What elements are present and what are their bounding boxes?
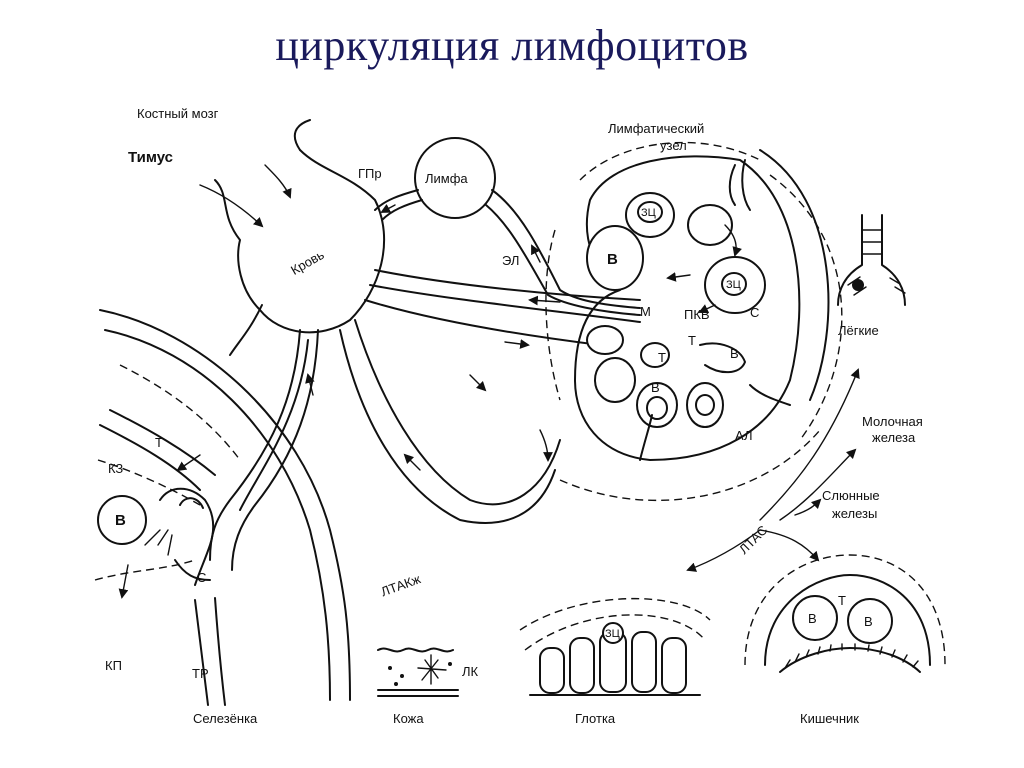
label-el: ЭЛ	[502, 253, 519, 268]
label-t-cell: Т	[688, 333, 696, 348]
label-lymph-node-line2: узел	[660, 138, 687, 153]
label-intestine: Кишечник	[800, 711, 859, 726]
label-thymus: Тимус	[128, 149, 173, 166]
label-tr: ТР	[192, 666, 209, 681]
ltas-arrows	[686, 368, 860, 572]
label-blood: Кровь	[288, 247, 327, 278]
label-b-cell-intestine: В	[864, 614, 873, 629]
label-lungs: Лёгкие	[838, 323, 879, 338]
lymph-node	[545, 141, 843, 502]
label-lk: ЛК	[462, 664, 479, 679]
label-germinal-center: ЗЦ	[641, 207, 656, 219]
spleen-tissue	[94, 309, 351, 706]
blood-to-spleen-vessels	[209, 329, 319, 571]
lungs-bronchus	[837, 214, 906, 306]
label-c: С	[750, 305, 759, 320]
label-lymph-node-line1: Лимфатический	[608, 121, 704, 136]
label-mammary-line1: Молочная	[862, 414, 923, 429]
label-skin: Кожа	[393, 711, 424, 726]
label-germinal-center: ЗЦ	[726, 279, 741, 291]
label-ltas: ЛТАС	[736, 522, 771, 557]
label-salivary-line2: железы	[832, 506, 877, 521]
label-al: АЛ	[735, 428, 753, 443]
blood-vessel	[214, 119, 386, 356]
label-spleen: Селезёнка	[193, 711, 258, 726]
label-b-cell-zone: В	[607, 251, 618, 268]
intestine-tissue	[744, 554, 946, 673]
blood-lower-loop	[339, 319, 561, 524]
lymph-vessel	[374, 137, 496, 221]
label-kz: КЗ	[108, 461, 123, 476]
label-pharynx: Глотка	[575, 711, 616, 726]
label-kp: КП	[105, 658, 122, 673]
skin-tissue	[377, 647, 459, 697]
label-lymph: Лимфа	[425, 171, 468, 186]
label-germinal-center-pharynx: ЗЦ	[605, 628, 620, 640]
pharynx-tissue	[519, 597, 711, 696]
label-c-spleen: С	[197, 570, 206, 585]
label-bone-marrow: Костный мозг	[137, 106, 219, 121]
label-mammary-line2: железа	[872, 430, 916, 445]
label-m: М	[640, 304, 651, 319]
efferent-lymph-vessel	[485, 189, 641, 316]
label-t-cell-spleen: Т	[155, 435, 163, 450]
label-b-cell-intestine: В	[808, 611, 817, 626]
label-ltakzh: ЛТАКж	[379, 571, 423, 599]
label-gpr: ГПр	[358, 166, 382, 181]
label-salivary-line1: Слюнные	[822, 488, 880, 503]
label-b-cell: В	[651, 380, 660, 395]
page-title: циркуляция лимфоцитов	[275, 21, 749, 70]
label-t-cell-intestine: Т	[838, 593, 846, 608]
label-b-cell: В	[730, 346, 739, 361]
inflow-arrows	[199, 164, 292, 228]
label-b-cell-spleen: В	[115, 512, 126, 529]
label-pkv: ПКВ	[684, 307, 710, 322]
label-t-cell: Т	[658, 350, 666, 365]
